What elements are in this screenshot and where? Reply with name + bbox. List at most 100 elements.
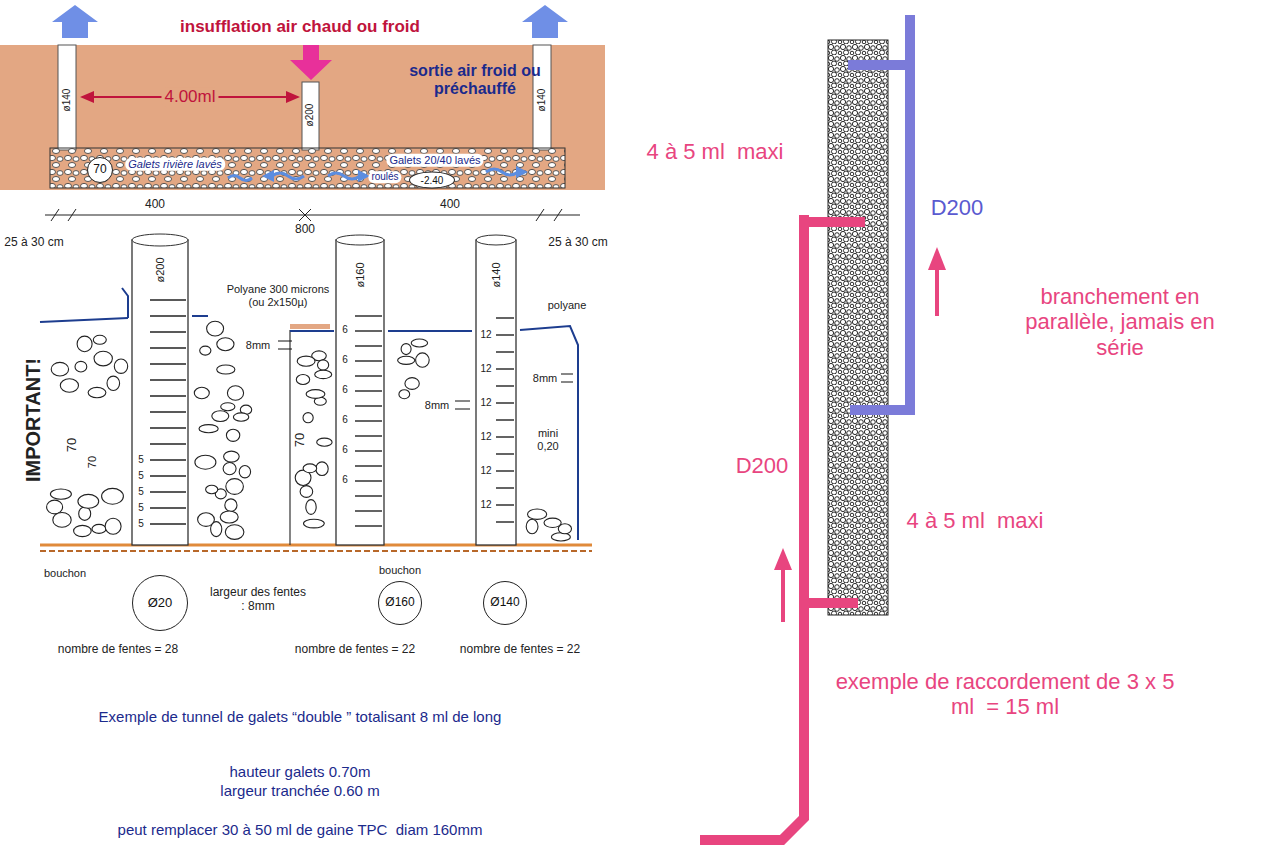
pebble — [405, 378, 419, 390]
text-label: exemple de raccordement de 3 x 5 ml = 15… — [835, 669, 1175, 720]
text-label: Galets 20/40 lavés — [386, 154, 483, 167]
text-label: Exemple de tunnel de galets “double ” to… — [99, 708, 502, 725]
text-label: ø160 — [354, 262, 367, 287]
circle-label: 70 — [93, 163, 106, 176]
section-circle: Ø20 — [132, 575, 188, 631]
polyane-sheet — [192, 315, 208, 317]
pipe-slot — [150, 523, 186, 524]
text-label: 6 — [342, 414, 348, 426]
air-flow — [272, 173, 304, 179]
pebble — [79, 507, 91, 520]
pipe-slot — [496, 385, 514, 386]
pipe-top — [476, 235, 516, 245]
pipe-slot — [355, 450, 382, 451]
inlet-pipe — [804, 598, 858, 608]
pipe-slot — [355, 480, 382, 481]
text-label: IMPORTANT! — [22, 358, 45, 482]
pipe-slot — [150, 443, 186, 444]
text-label: 5 — [138, 518, 144, 530]
slot-mark — [561, 382, 573, 383]
pipe-slot — [150, 299, 186, 300]
inlet-pipe — [804, 217, 865, 227]
pipe — [58, 45, 76, 150]
pipe — [533, 45, 551, 150]
polyane-sheet — [520, 326, 578, 540]
text-label: 6 — [342, 384, 348, 396]
pebble — [92, 524, 106, 533]
pipe-slot — [150, 459, 186, 460]
section-circle: 70 — [87, 157, 113, 183]
pebble — [195, 455, 216, 469]
pipe-d200 — [132, 240, 188, 545]
text-label: 5 — [138, 486, 144, 498]
tick — [299, 209, 311, 221]
arrowhead — [774, 548, 792, 570]
pebble — [300, 486, 313, 498]
text-label: D200 — [931, 195, 984, 220]
outlet-pipe — [848, 60, 910, 70]
pebble — [94, 351, 112, 366]
pipe-slot — [496, 351, 514, 352]
circle-label: Ø20 — [148, 596, 173, 610]
text-label: 12 — [480, 499, 491, 511]
text-label: 12 — [480, 431, 491, 443]
polyane-sheet — [40, 318, 128, 322]
pipe-slot — [355, 420, 382, 421]
soil-band — [0, 45, 605, 190]
pebble — [401, 344, 411, 355]
text-label: ø140 — [536, 89, 548, 112]
pipe-slot — [355, 390, 382, 391]
text-label: 6 — [342, 474, 348, 486]
pipe-top — [132, 234, 188, 246]
text-label: 400 — [145, 198, 165, 212]
slot-mark — [278, 349, 292, 350]
text-label: 12 — [480, 329, 491, 341]
pebble — [558, 524, 571, 534]
arrowhead — [286, 91, 300, 103]
pipe-slot — [150, 379, 186, 380]
polyane-sheet — [122, 288, 128, 318]
pebble — [226, 479, 244, 495]
text-label: 8mm — [425, 399, 449, 412]
pipe-slot — [496, 368, 514, 369]
text-label: Polyane 300 microns (ou 2x150µ) — [218, 283, 338, 308]
pebble — [199, 425, 218, 433]
polyane-sheet — [290, 330, 334, 332]
pipe-slot — [150, 411, 186, 412]
text-label: nombre de fentes = 28 — [58, 643, 178, 657]
text-label: polyane — [548, 299, 587, 312]
pipe-top — [336, 235, 384, 245]
pebble — [306, 500, 316, 515]
tick — [554, 209, 562, 221]
pipe-slot — [355, 330, 382, 331]
pipe-slot — [355, 495, 382, 496]
text-label: ø200 — [154, 257, 167, 282]
air-in-arrow — [290, 45, 332, 80]
pipe-slot — [355, 405, 382, 406]
pebble — [225, 525, 244, 540]
pebble — [411, 339, 427, 347]
text-label: 8mm — [246, 339, 270, 352]
pebble — [194, 387, 209, 398]
text-label: bouchon — [44, 567, 86, 580]
pebble — [78, 494, 99, 508]
pebble — [75, 361, 87, 372]
pipe-slot — [496, 317, 514, 318]
pebble — [60, 379, 78, 392]
air-out-arrow — [522, 5, 568, 38]
pebble — [114, 359, 127, 373]
pipe-slot — [496, 453, 514, 454]
slot-mark — [278, 341, 292, 342]
pebble — [317, 438, 332, 446]
arrowhead — [928, 247, 946, 270]
pipe-slot — [355, 375, 382, 376]
pebble — [306, 390, 325, 399]
arrowhead — [516, 166, 528, 178]
arrowhead — [80, 91, 94, 103]
pipe-d160 — [336, 240, 384, 545]
tick — [536, 209, 544, 221]
pebble — [315, 370, 332, 378]
pebble — [528, 509, 547, 519]
